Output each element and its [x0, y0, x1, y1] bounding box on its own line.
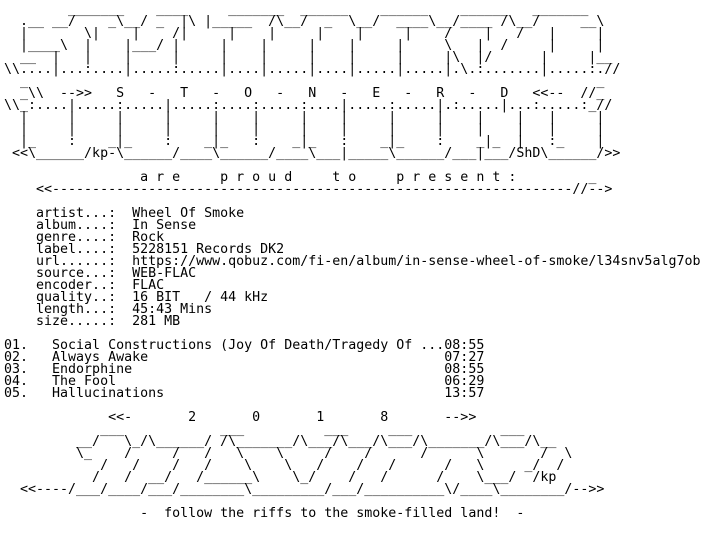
info-encoder: encoder..: FLAC — [4, 278, 165, 293]
nfo-ascii-document: _______ ____ _______ ______ ______ _____… — [4, 2, 701, 521]
nfo-line: __ | | | | | | | | | |\ |/ | |__ — [4, 50, 613, 65]
track-row: 05. Hallucinations 13:57 — [4, 386, 485, 401]
group-name-line: _\\ -->> S - T - O - N - E - R - D <<-- … — [4, 86, 605, 101]
nfo-line: __/ \_/\______/ /\_______/\___/\___/\___… — [4, 434, 557, 449]
info-artist: artist...: Wheel Of Smoke — [4, 206, 245, 221]
nfo-line: / / __/ /______\ \_/ / / / \___/ /kp — [4, 470, 557, 485]
nfo-line: <<\______/kp-\______/____\______/____\__… — [4, 146, 621, 161]
nfo-line: \\....|...:....|.....:.....|....|.....|.… — [4, 62, 621, 77]
nfo-line: ___ ___ ___ ___ ___ — [4, 422, 525, 437]
footer-slogan: - follow the riffs to the smoke-filled l… — [4, 506, 525, 521]
track-row: 04. The Fool 06:29 — [4, 374, 485, 389]
info-length: length...: 45:43 Mins — [4, 302, 213, 317]
track-row: 02. Always Awake 07:27 — [4, 350, 485, 365]
info-album: album....: In Sense — [4, 218, 197, 233]
nfo-line: |_ : _|_ : _|_ : _|_ : _|_ : _|_ | :_ | — [4, 134, 605, 149]
track-row: 01. Social Constructions (Joy Of Death/T… — [4, 338, 485, 353]
nfo-line: / / / / \ \ / / / / \ _/ / — [4, 458, 565, 473]
track-row: 03. Endorphine 08:55 — [4, 362, 485, 377]
nfo-line: <<--------------------------------------… — [4, 182, 613, 197]
nfo-line: \\_:....|.....:.....|.....:....:.....:..… — [4, 98, 613, 113]
nfo-line: _______ ____ _______ ______ ______ _____… — [4, 2, 589, 17]
nfo-line: |____\ | |___/ | | | | | | \ | / | | — [4, 38, 605, 53]
info-source: source...: WEB-FLAC — [4, 266, 197, 281]
nfo-line: | | | | | | | | | | | | | | — [4, 122, 605, 137]
present-line: a r e p r o u d t o p r e s e n t : _ — [4, 170, 597, 185]
info-quality: quality..: 16 BIT / 44 kHz — [4, 290, 269, 305]
nfo-line: | \| | /| | | | | | / | / | | — [4, 26, 605, 41]
info-label: label....: 5228151 Records DK2 — [4, 242, 285, 257]
nfo-line: | | | | | | | | | | | | | | — [4, 110, 605, 125]
nfo-line: <<----/___/____/___/________\_________/_… — [4, 482, 605, 497]
nfo-line: \_ / / / \ \ / / / \ / \ — [4, 446, 573, 461]
nfo-line: _ _ — [4, 74, 605, 89]
year-line: <<- 2 0 1 8 -->> — [4, 410, 477, 425]
info-url: url......: https://www.qobuz.com/fi-en/a… — [4, 254, 701, 269]
info-size: size.....: 281 MB — [4, 314, 181, 329]
info-genre: genre....: Rock — [4, 230, 165, 245]
nfo-line: .__ __/ _\__/ _ |\ |_____ /\__/ _ \__/ _… — [4, 14, 605, 29]
